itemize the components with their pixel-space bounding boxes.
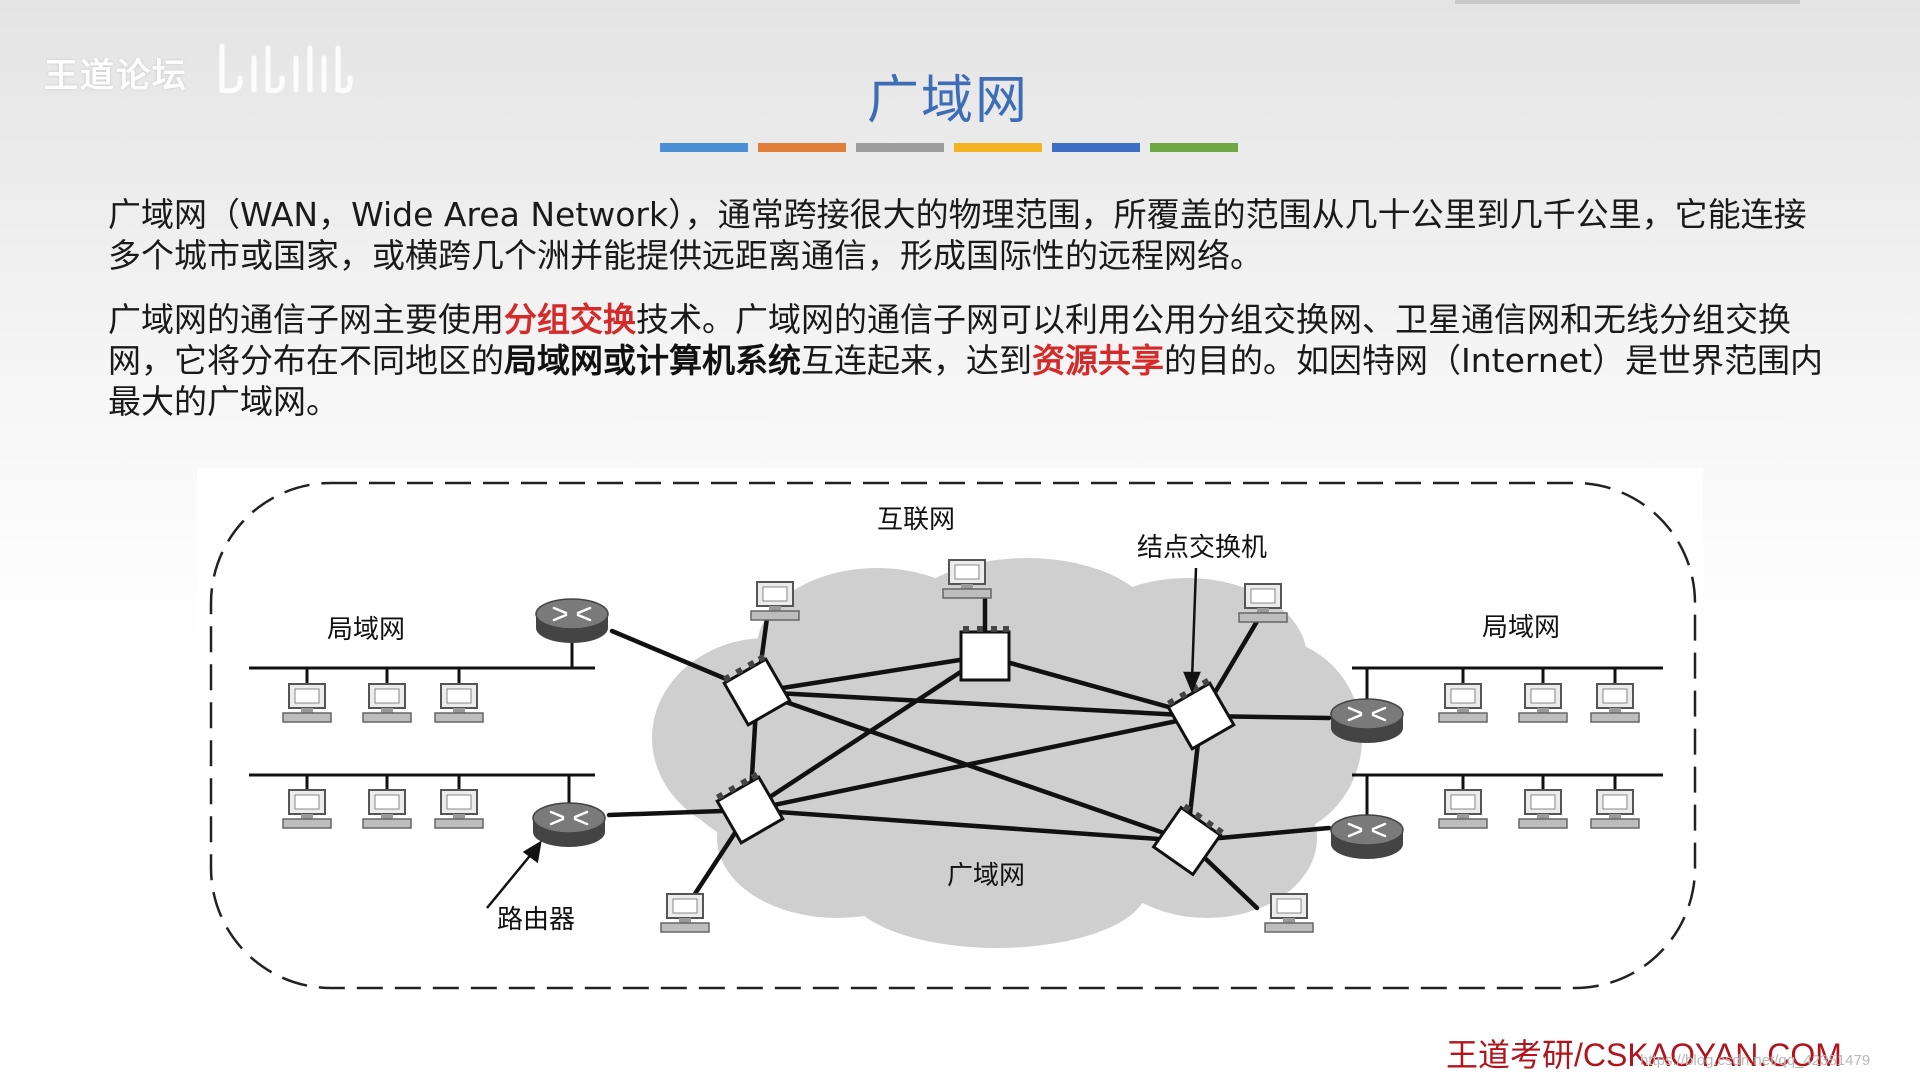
computer-icon [1438, 683, 1488, 723]
computer-icon [660, 893, 710, 933]
watermark-text: 王道论坛 [44, 56, 188, 96]
paragraph-wan-definition: 广域网（WAN，Wide Area Network），通常跨接很大的物理范围，所… [108, 195, 1807, 275]
router-icon [534, 597, 610, 645]
footer-url: https://blog.csdn.net/qq_42351479 [1640, 1052, 1871, 1069]
computer-icon [1518, 683, 1568, 723]
color-segment [758, 143, 846, 152]
wan-topology-diagram: 互联网 结点交换机 局域网 局域网 广域网 路由器 [197, 468, 1703, 1004]
computer-icon [434, 683, 484, 723]
router-icon [1329, 813, 1405, 861]
node-switch-icon [959, 624, 1011, 682]
top-strip [1455, 0, 1800, 4]
computer-icon [1590, 789, 1640, 829]
label-lan-right: 局域网 [1482, 613, 1560, 643]
computer-icon [1590, 683, 1640, 723]
computer-icon [362, 683, 412, 723]
label-wan: 广域网 [947, 861, 1025, 891]
computer-icon [1438, 789, 1488, 829]
label-lan-left: 局域网 [327, 615, 405, 645]
paragraph-text: 互连起来，达到 [801, 341, 1032, 380]
computer-icon [282, 789, 332, 829]
computer-icon [434, 789, 484, 829]
computer-icon [362, 789, 412, 829]
paragraph-text: 广域网的通信子网主要使用 [108, 300, 504, 339]
color-segment [1150, 143, 1238, 152]
color-segment [856, 143, 944, 152]
color-segment [954, 143, 1042, 152]
router-icon [531, 801, 607, 849]
computer-icon [1264, 893, 1314, 933]
bilibili-logo-icon [219, 43, 353, 94]
highlight-resource-sharing: 资源共享 [1032, 341, 1164, 380]
highlight-packet-switching: 分组交换 [504, 300, 636, 339]
router-icon [1329, 697, 1405, 745]
paragraph-wan-subnet: 广域网的通信子网主要使用分组交换技术。广域网的通信子网可以利用公用分组交换网、卫… [108, 299, 1838, 422]
computer-icon [1518, 789, 1568, 829]
paragraph-text: 的目的。如因特网（Internet）是世界范围内最大的广域网。 [108, 341, 1824, 421]
computer-icon [282, 683, 332, 723]
footer-brand: 王道考研/CSKAOYAN.COM [1446, 1037, 1842, 1073]
computer-icon [942, 559, 992, 599]
paragraph-text: 技术。广域网的通信子网可以利用公用分组交换网、卫星通信网和无线分组交换网，它将分… [108, 300, 1791, 380]
highlight-lan-or-computer-system: 局域网或计算机系统 [504, 341, 801, 380]
computer-icon [750, 581, 800, 621]
slide-title: 广域网 [866, 71, 1029, 131]
label-node-switch: 结点交换机 [1137, 533, 1267, 563]
title-underline-color-bar [660, 143, 1238, 152]
computer-icon [1238, 583, 1288, 623]
color-segment [1052, 143, 1140, 152]
label-router: 路由器 [497, 905, 575, 935]
wan-topology-svg: 互联网 结点交换机 局域网 局域网 广域网 路由器 [209, 481, 1697, 990]
label-internet: 互联网 [877, 505, 955, 535]
color-segment [660, 143, 748, 152]
